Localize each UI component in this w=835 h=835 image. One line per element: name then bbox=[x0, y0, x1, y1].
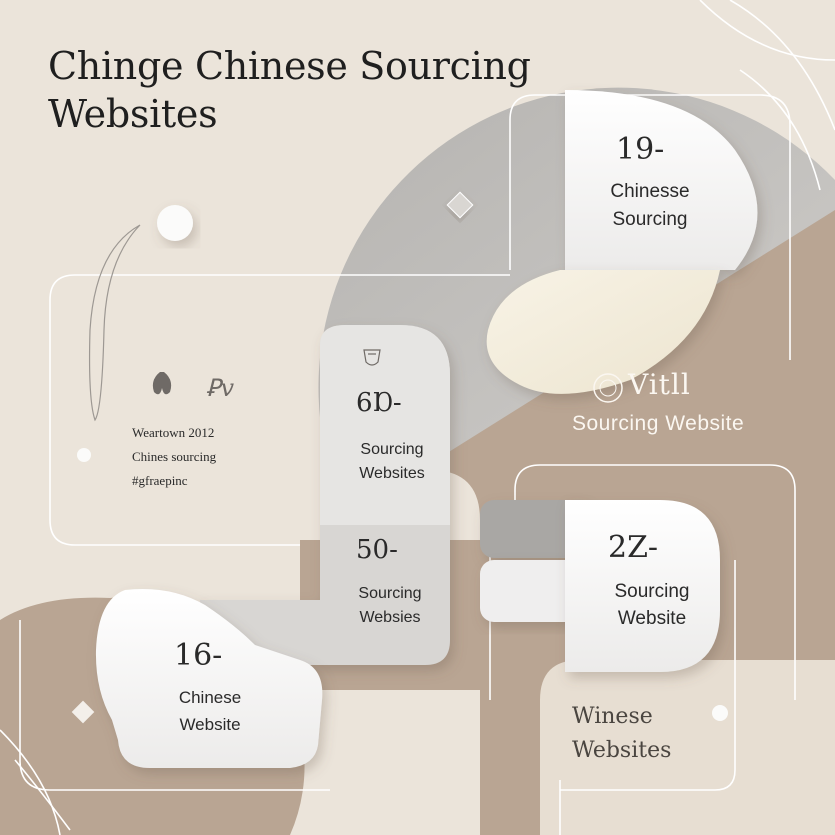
visit-sub-label: Sourcing Website bbox=[572, 412, 745, 435]
card-60-number: 6Ɒ- bbox=[356, 388, 402, 418]
card-60-label[interactable]: Sourcing Websites bbox=[332, 438, 452, 486]
circle-dot-icon bbox=[157, 205, 193, 241]
card-16-line-1: Chinese bbox=[178, 688, 242, 707]
card-22-line-2: Website bbox=[617, 608, 687, 629]
card-19-line-2: Sourcing bbox=[612, 209, 688, 230]
side-note-line-1: Weartown 2012 bbox=[132, 425, 215, 440]
diamond-icon bbox=[446, 191, 474, 219]
cream-pill bbox=[486, 270, 720, 394]
bottom-note: Winese Websites bbox=[572, 700, 671, 768]
side-note: Weartown 2012 Chines sourcing #gfraepinc bbox=[132, 421, 216, 493]
side-glyph: Ꝑv bbox=[206, 374, 235, 402]
side-note-line-3: #gfraepinc bbox=[132, 473, 188, 488]
card-50-line-1: Sourcing bbox=[358, 585, 422, 602]
bottom-note-line-2: Websites bbox=[572, 738, 672, 763]
card-16-line-2: Website bbox=[179, 715, 241, 734]
title-line-2: Websites bbox=[48, 92, 218, 136]
visit-label[interactable]: Vitll bbox=[628, 368, 691, 401]
card-16-shape bbox=[95, 589, 323, 768]
page-title: Chinge Chinese Sourcing Websites bbox=[48, 42, 568, 138]
gray-bar bbox=[480, 500, 590, 558]
bottom-note-line-1: Winese bbox=[572, 704, 653, 729]
leaf-icon bbox=[152, 372, 172, 395]
swirl-line-icon bbox=[88, 224, 141, 422]
card-16-label[interactable]: Chinese Website bbox=[150, 684, 270, 738]
beige-panel bbox=[540, 660, 835, 835]
side-note-line-2: Chines sourcing bbox=[132, 449, 217, 464]
title-line-1: Chinge Chinese Sourcing bbox=[48, 44, 531, 88]
card-22-label[interactable]: Sourcing Website bbox=[592, 578, 712, 632]
card-60-line-2: Websites bbox=[359, 465, 425, 482]
crest-icon bbox=[363, 349, 381, 366]
card-22-shape bbox=[565, 500, 720, 672]
seal-icon bbox=[593, 373, 623, 403]
card-19-shape bbox=[565, 90, 758, 270]
card-19-line-1: Chinesse bbox=[610, 181, 690, 202]
card-50-line-2: Websies bbox=[359, 609, 421, 626]
light-bar bbox=[480, 560, 590, 622]
card-60-line-1: Sourcing bbox=[360, 441, 424, 458]
card-19-number: 19- bbox=[616, 132, 665, 167]
card-22-line-1: Sourcing bbox=[614, 581, 690, 602]
card-50-number: 50- bbox=[356, 535, 398, 565]
card-16-number: 16- bbox=[174, 638, 223, 673]
card-19-label[interactable]: Chinesse Sourcing bbox=[590, 178, 710, 234]
card-22-number: 2Z- bbox=[608, 530, 659, 565]
card-50-label[interactable]: Sourcing Websies bbox=[330, 582, 450, 630]
